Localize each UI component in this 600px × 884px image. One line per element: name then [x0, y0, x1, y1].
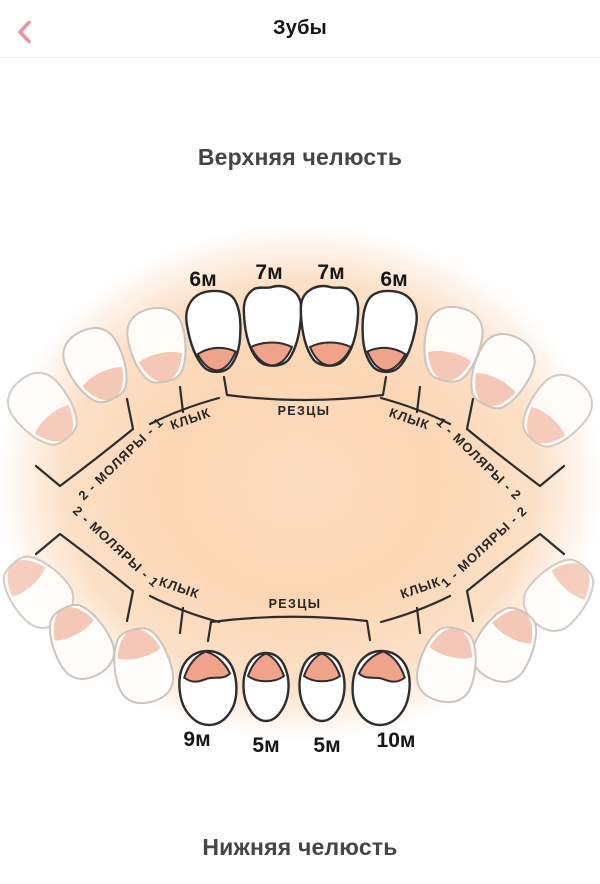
- upper-age-label-2: 7м: [255, 261, 282, 284]
- bracket-incisors-upper: [222, 375, 388, 402]
- teeth-diagram: 6м 7м 7м 6м 9м 5м 5м 10м РЕЗЦЫ КЛЫК КЛЫК…: [0, 225, 600, 757]
- bracket-molars-upper-left: [34, 397, 135, 488]
- lower-age-label-2: 5м: [252, 734, 279, 757]
- lower-central-incisor-left-tooth[interactable]: [242, 651, 290, 723]
- back-button[interactable]: [8, 13, 42, 45]
- bracket-canine-lower-left: [148, 594, 221, 635]
- group-label-incisors-upper: РЕЗЦЫ: [278, 404, 331, 418]
- upper-central-incisor-right-tooth[interactable]: [299, 284, 360, 367]
- bracket-molars-upper-right: [465, 397, 566, 488]
- lower-jaw-heading: Нижняя челюсть: [202, 834, 398, 860]
- bracket-incisors-lower: [206, 615, 372, 643]
- bracket-molars-lower-left: [34, 532, 135, 623]
- upper-age-label-1: 6м: [189, 268, 216, 291]
- lower-age-label-1: 9м: [183, 728, 210, 751]
- bracket-canine-upper-left: [148, 385, 221, 426]
- upper-jaw-heading: Верхняя челюсть: [197, 144, 403, 170]
- upper-age-label-3: 7м: [317, 261, 344, 284]
- group-label-incisors-lower: РЕЗЦЫ: [269, 597, 322, 611]
- upper-age-label-4: 6м: [380, 268, 407, 291]
- chevron-left-icon: [18, 20, 31, 44]
- page-title: Зубы: [273, 17, 327, 39]
- app-bar: Зубы: [0, 0, 600, 58]
- lower-central-incisor-right-tooth[interactable]: [298, 651, 346, 723]
- upper-central-incisor-left-tooth[interactable]: [242, 284, 303, 367]
- bracket-canine-upper-right: [379, 385, 452, 426]
- lower-age-label-3: 5м: [313, 734, 340, 757]
- bracket-canine-lower-right: [379, 594, 452, 635]
- lower-age-label-4: 10м: [377, 729, 416, 752]
- bracket-molars-lower-right: [465, 532, 566, 623]
